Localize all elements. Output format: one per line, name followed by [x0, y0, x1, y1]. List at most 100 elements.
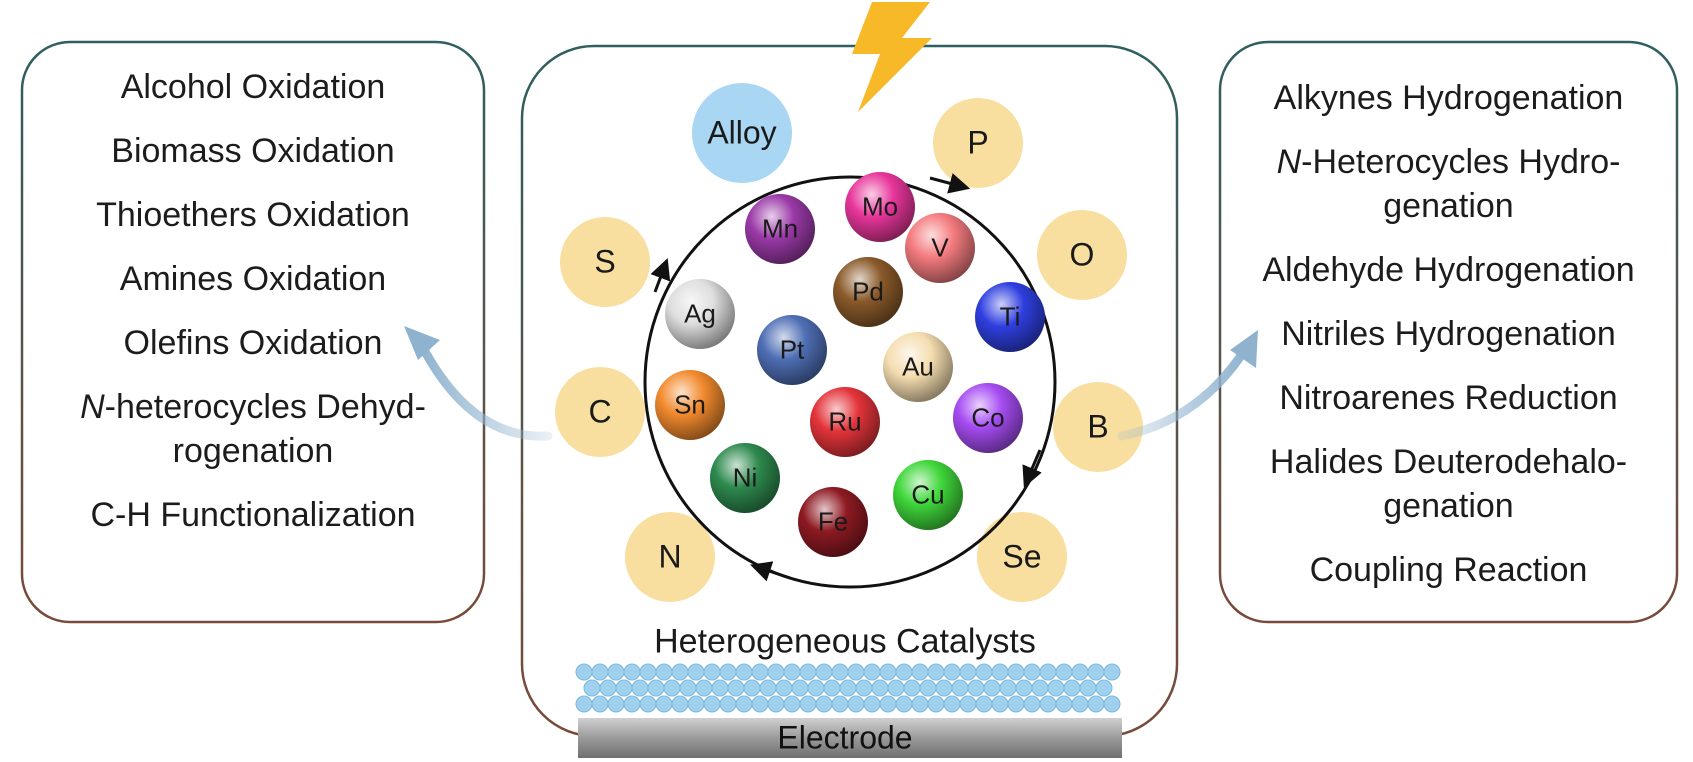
catalyst-bead: [847, 695, 865, 713]
catalyst-bead: [639, 663, 657, 681]
list-item: Amines Oxidation: [119, 260, 387, 298]
electrode-label: Electrode: [777, 719, 913, 756]
catalyst-bead: [927, 663, 945, 681]
catalyst-bead: [735, 695, 753, 713]
list-item: N-heterocycles Dehyd-rogenation: [22, 375, 484, 483]
reduction-reaction-list: Alkynes Hydrogenation N-Heterocycles Hyd…: [1220, 66, 1677, 602]
list-item: Nitroarenes Reduction: [1279, 379, 1618, 417]
list-item: Olefins Oxidation: [123, 324, 383, 362]
ring-element-label: S: [594, 243, 616, 280]
ring-element-circle: [625, 512, 715, 602]
catalyst-bead: [975, 695, 993, 713]
list-item: N-Heterocycles Hydro-genation: [1220, 130, 1677, 238]
catalyst-bead: [679, 679, 697, 697]
catalyst-bead: [1015, 679, 1033, 697]
catalyst-bead: [1103, 695, 1121, 713]
catalyst-bead: [671, 663, 689, 681]
catalyst-bead: [783, 695, 801, 713]
right-arrow-head: [1230, 330, 1258, 368]
catalyst-bead: [895, 663, 913, 681]
cycle-arrow-right: [1022, 449, 1042, 488]
catalysts-caption: Heterogeneous Catalysts: [654, 622, 1036, 661]
catalyst-bead: [935, 679, 953, 697]
catalyst-bead: [599, 679, 617, 697]
list-item-text: Halides Deuterodehalo-: [1269, 443, 1628, 481]
catalyst-bead: [615, 679, 633, 697]
metal-sphere: [798, 487, 868, 557]
catalyst-bead: [639, 695, 657, 713]
list-item: Alkynes Hydrogenation: [1273, 79, 1624, 117]
catalyst-bead: [951, 679, 969, 697]
catalyst-bead: [687, 663, 705, 681]
catalyst-bead: [1095, 679, 1113, 697]
catalyst-bead: [607, 663, 625, 681]
list-item: Biomass Oxidation: [111, 132, 395, 170]
metal-sphere-label: Co: [971, 402, 1005, 433]
metal-sphere-label: Sn: [674, 389, 706, 420]
ring-element-circle: [560, 217, 650, 307]
catalyst-bead: [743, 679, 761, 697]
catalyst-bead: [983, 679, 1001, 697]
list-item: Alcohol Oxidation: [120, 68, 386, 106]
metal-sphere: [833, 257, 903, 327]
italic-prefix: N: [1276, 143, 1302, 181]
metal-sphere: [883, 332, 953, 402]
list-item-text-cont: rogenation: [172, 432, 334, 470]
ring-element-circles: [555, 83, 1143, 602]
ring-element-label: B: [1087, 408, 1109, 445]
metal-sphere: [710, 443, 780, 513]
catalyst-bead: [783, 663, 801, 681]
left-panel-frame: [20, 40, 486, 624]
oxidation-reaction-list: Alcohol Oxidation Biomass Oxidation Thio…: [22, 55, 484, 547]
catalyst-bead: [711, 679, 729, 697]
metal-spheres: [655, 172, 1045, 557]
catalyst-bead: [607, 695, 625, 713]
metal-sphere-label: Fe: [817, 506, 849, 537]
catalyst-bead: [959, 663, 977, 681]
catalyst-bead: [991, 663, 1009, 681]
catalyst-bead: [863, 695, 881, 713]
catalyst-bead: [911, 695, 929, 713]
catalyst-bead: [999, 679, 1017, 697]
ring-element-label: N: [658, 538, 682, 575]
cycle-arrow-top: [929, 173, 971, 194]
ring-element-circle: [933, 98, 1023, 188]
list-item: Aldehyde Hydrogenation: [1262, 251, 1635, 289]
catalyst-bead: [1063, 679, 1081, 697]
catalyst-bead: [927, 695, 945, 713]
catalyst-bead: [887, 679, 905, 697]
catalyst-bead: [943, 663, 961, 681]
catalyst-bead: [727, 679, 745, 697]
catalyst-bead: [647, 679, 665, 697]
right-panel-frame: [1218, 40, 1679, 624]
catalyst-bead: [719, 695, 737, 713]
catalyst-bead: [1087, 695, 1105, 713]
catalyst-bead: [1023, 695, 1041, 713]
catalyst-bead: [631, 679, 649, 697]
list-item-text: -heterocycles Dehyd-: [104, 388, 426, 426]
catalyst-bead: [719, 663, 737, 681]
ring-element-label: O: [1069, 236, 1095, 273]
catalyst-bead: [799, 663, 817, 681]
catalyst-bead: [911, 663, 929, 681]
catalyst-bead: [791, 679, 809, 697]
catalyst-bead: [1023, 663, 1041, 681]
catalyst-bead: [839, 679, 857, 697]
catalyst-bead: [655, 663, 673, 681]
metal-sphere: [665, 279, 735, 349]
metal-sphere-label: Ni: [732, 462, 758, 493]
catalyst-bead: [751, 695, 769, 713]
catalyst-bead: [807, 679, 825, 697]
ring-element-circle: [1053, 382, 1143, 472]
metal-sphere-label: Ti: [999, 301, 1021, 332]
ring-element-label: Se: [1002, 538, 1042, 575]
catalyst-bead: [1031, 679, 1049, 697]
metal-sphere-label: V: [931, 232, 949, 263]
catalyst-bead-layer: [575, 663, 1121, 713]
catalyst-bead: [1079, 679, 1097, 697]
metal-sphere: [745, 194, 815, 264]
metal-sphere: [893, 460, 963, 530]
metal-sphere: [953, 383, 1023, 453]
italic-prefix: N: [80, 388, 105, 426]
